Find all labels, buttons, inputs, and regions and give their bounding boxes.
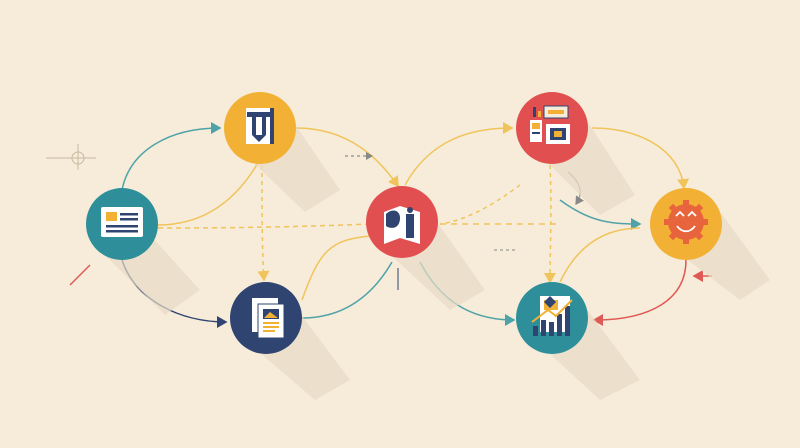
connector-tools-to-knowledge (295, 127, 399, 188)
report-pages-icon (252, 298, 285, 339)
connector-dashboard-to-happy (591, 127, 690, 190)
connector-dashboard-down (544, 164, 557, 284)
node-knowledge (366, 186, 485, 310)
dashboard-charts-icon (530, 105, 570, 144)
small-red-arrow-icon (69, 264, 91, 286)
node-growth (516, 282, 640, 400)
growth-chart-icon (531, 296, 573, 336)
document-card-icon (101, 207, 143, 237)
node-report (230, 282, 350, 400)
connector-knowledge-up-dashed (439, 184, 521, 225)
connector-tools-down (257, 164, 270, 282)
connector-happy-to-growth (592, 259, 687, 326)
connector-spec-to-tools (121, 122, 222, 191)
connector-report-up (301, 235, 371, 301)
smiley-gear-icon (664, 200, 708, 244)
node-spec-document (86, 188, 200, 315)
connector-growth-side (559, 227, 641, 283)
connectors (121, 122, 690, 328)
connector-knowledge-to-dashboard (404, 122, 514, 186)
node-happy-result (650, 188, 770, 300)
connector-report-to-knowledge (301, 261, 393, 319)
connector-spec-to-knowledge-b (157, 223, 371, 229)
connector-dashboard-to-happy-low (559, 199, 642, 230)
caliper-tool-icon (246, 108, 274, 144)
node-dashboard (516, 92, 635, 215)
node-tools (224, 92, 340, 212)
open-book-icon (384, 206, 420, 244)
